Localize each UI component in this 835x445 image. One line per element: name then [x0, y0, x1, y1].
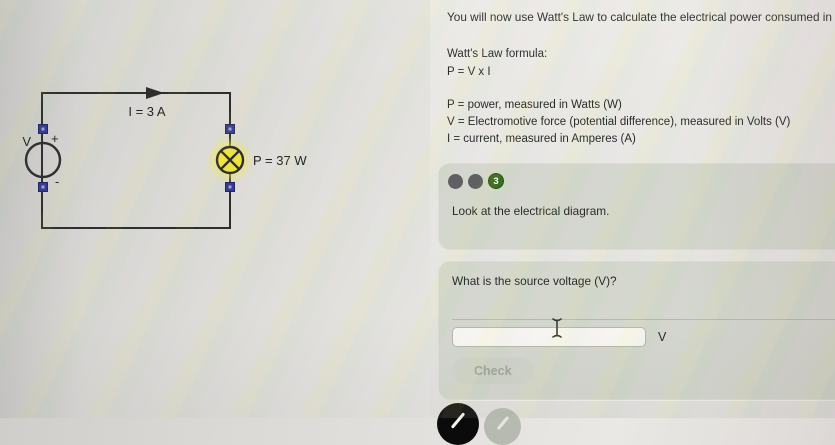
intro-text: You will now use Watt's Law to calculate… — [447, 10, 835, 24]
divider — [452, 319, 835, 320]
terminal-dot — [228, 185, 232, 189]
pencil-icon — [450, 412, 466, 429]
current-arrow-icon — [146, 87, 164, 99]
question-card: What is the source voltage (V)? V Check — [438, 261, 835, 400]
secondary-fab-button[interactable] — [484, 408, 521, 445]
source-voltage-label: V — [22, 134, 31, 149]
step-instruction: Look at the electrical diagram. — [452, 204, 610, 218]
edit-fab-button[interactable] — [437, 403, 479, 445]
current-label: I = 3 A — [128, 104, 166, 119]
variable-definitions: P = power, measured in Watts (W) V = Ele… — [447, 97, 835, 148]
text-cursor-icon — [552, 318, 562, 338]
step-dot-3-active: 3 — [488, 173, 504, 189]
terminal-dot — [41, 127, 45, 131]
arrow-icon — [496, 415, 509, 431]
formula-text: P = V x I — [447, 66, 491, 78]
definition-p: P = power, measured in Watts (W) — [447, 99, 622, 111]
terminal-dot — [41, 185, 45, 189]
power-label: P = 37 W — [253, 153, 307, 168]
terminal-dot — [228, 127, 232, 131]
circuit-diagram: I = 3 A V + - P = 37 W — [22, 87, 307, 229]
step-progress-dots: 3 — [448, 173, 504, 189]
minus-sign: - — [55, 174, 59, 189]
definition-v: V = Electromotive force (potential diffe… — [447, 116, 791, 128]
answer-input[interactable] — [452, 327, 646, 347]
voltage-source-icon — [24, 141, 62, 179]
unit-label: V — [658, 330, 667, 344]
lamp-cross-icon — [219, 149, 241, 171]
terminal-nodes — [38, 124, 235, 192]
formula-title: Watt's Law formula: — [447, 48, 548, 60]
definition-i: I = current, measured in Amperes (A) — [447, 133, 636, 145]
step-card: 3 Look at the electrical diagram. — [438, 163, 835, 250]
check-button[interactable]: Check — [452, 357, 534, 384]
plus-sign: + — [51, 131, 59, 146]
step-dot-1 — [448, 173, 463, 189]
question-text: What is the source voltage (V)? — [452, 274, 617, 288]
step-dot-2 — [468, 173, 483, 189]
